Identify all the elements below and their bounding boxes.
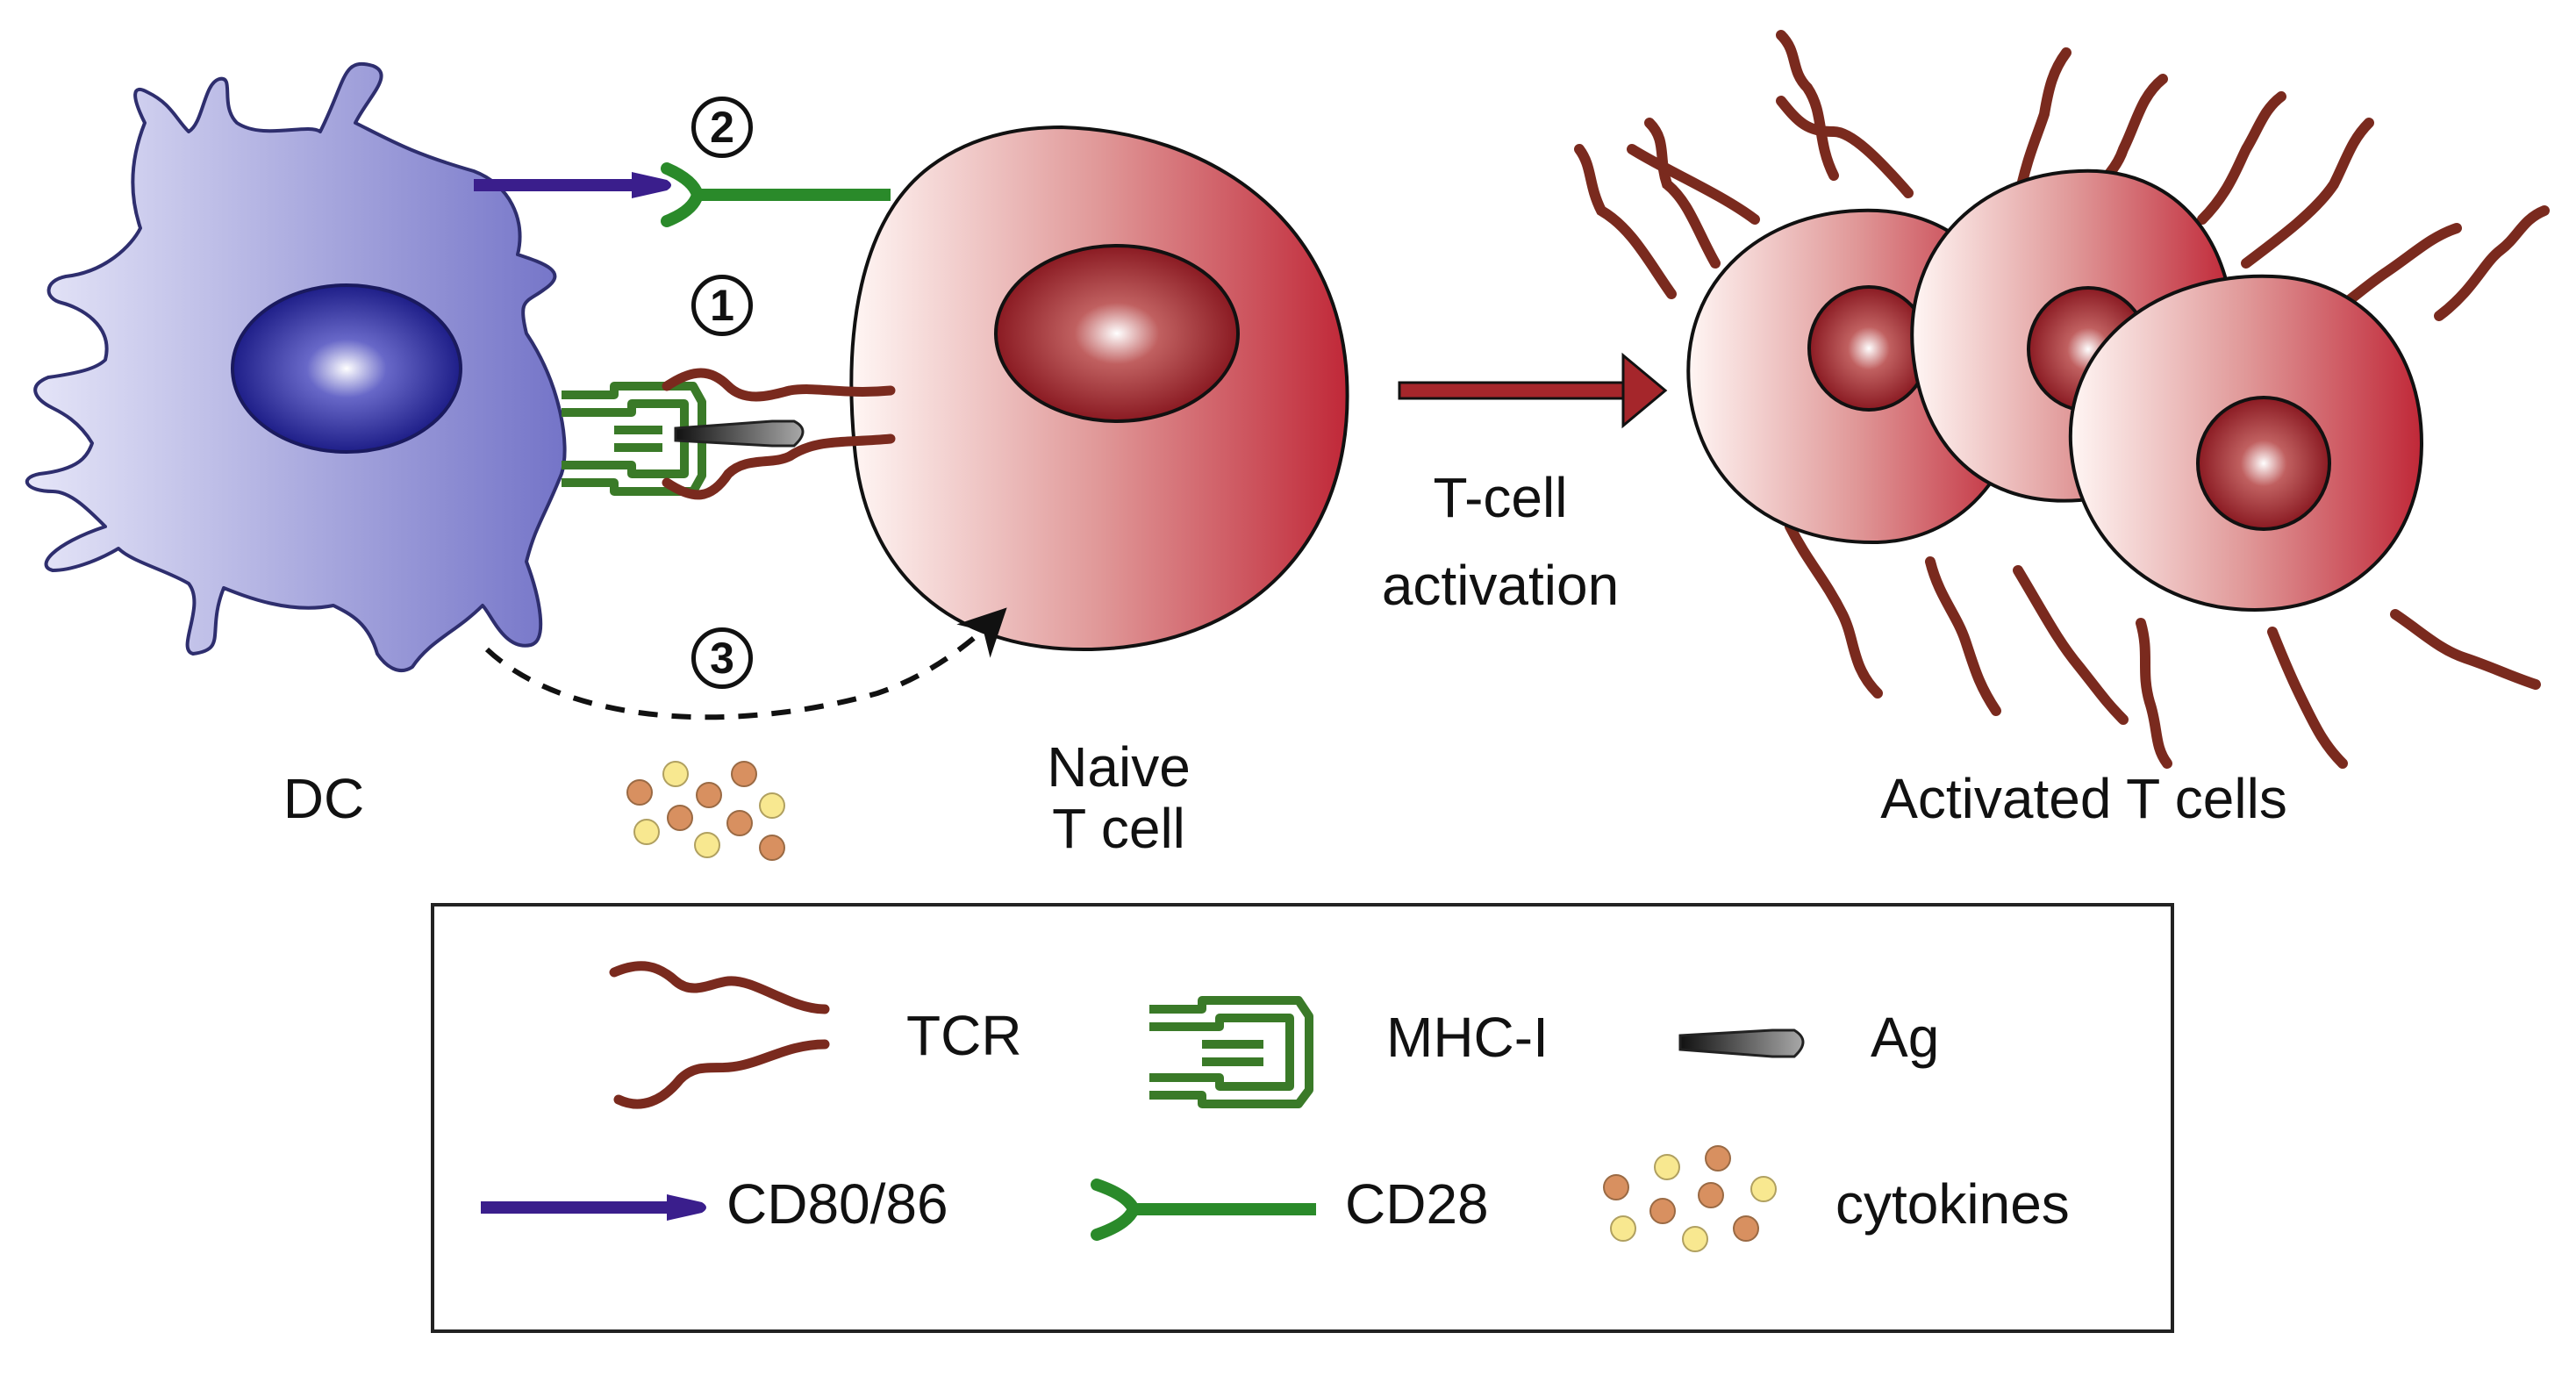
naive-t-cell-label-line1: Naive <box>1047 735 1191 799</box>
legend-cytokine-dot <box>1682 1226 1708 1252</box>
cd28-fork <box>661 162 705 227</box>
signal-1-tcr-mhc <box>562 368 896 500</box>
activation-arrow-shaft <box>1398 381 1638 400</box>
legend-cd80-86-tip <box>667 1194 706 1221</box>
legend-tcr-lower <box>613 1039 830 1109</box>
ag-molecule <box>674 419 805 448</box>
legend-tcr-upper <box>609 961 830 1014</box>
naive-t-cell-nucleus <box>994 244 1240 423</box>
cytokine-dot <box>731 761 757 787</box>
legend-cytokine-dot <box>1654 1154 1680 1180</box>
cytokine-dot <box>696 782 722 808</box>
legend-cd80-86-label: CD80/86 <box>726 1172 948 1236</box>
cytokine-dot <box>626 779 653 806</box>
tcr-lower-chain <box>662 434 896 500</box>
cytokine-dot <box>633 819 660 845</box>
signal-1-badge: 1 <box>691 275 753 336</box>
legend-mhc-i-label: MHC-I <box>1386 1006 1549 1069</box>
cytokine-dot <box>694 832 720 858</box>
dc-nucleus <box>231 283 462 454</box>
legend-tcr-label: TCR <box>906 1004 1022 1067</box>
signal-2-badge: 2 <box>691 97 753 158</box>
activated-t-cell-1-nucleus <box>1807 285 1930 412</box>
signal-2-costimulation <box>474 162 891 227</box>
legend-cytokine-dot <box>1610 1215 1636 1242</box>
legend-box <box>431 903 2174 1333</box>
signal-3-badge: 3 <box>691 627 753 689</box>
cytokine-dot <box>759 792 785 819</box>
legend-ag-label: Ag <box>1871 1006 1940 1069</box>
legend-cd28-label: CD28 <box>1345 1172 1489 1236</box>
activation-label-line2: activation <box>1381 554 1620 617</box>
legend-ag <box>1678 1028 1805 1058</box>
cd80-86-tip <box>632 172 671 198</box>
activation-arrow-head <box>1621 352 1668 429</box>
cytokine-dot <box>759 835 785 861</box>
activated-t-cells <box>1574 30 2550 769</box>
activated-t-cells-label: Activated T cells <box>1880 767 2287 830</box>
activated-tcr-tendrils <box>1574 30 2550 769</box>
dc-label: DC <box>283 767 365 830</box>
legend-cytokines-label: cytokines <box>1835 1172 2070 1236</box>
legend-cytokine-dot <box>1649 1198 1676 1224</box>
legend-glyphs <box>481 961 1805 1252</box>
legend-cytokine-dot <box>1698 1182 1724 1208</box>
legend-cytokine-dot <box>1603 1174 1629 1200</box>
activation-label-line1: T-cell <box>1433 466 1568 529</box>
legend-cd28-fork <box>1091 1179 1141 1241</box>
cytokine-dot <box>726 810 753 836</box>
cytokine-dot <box>667 805 693 831</box>
signal-3-dashed-arrow <box>484 607 1007 720</box>
naive-t-cell-label-line2: T cell <box>1052 797 1185 860</box>
legend-cytokine-dot <box>1750 1176 1777 1202</box>
legend-cytokine-dot <box>1705 1145 1731 1172</box>
activated-t-cell-3-nucleus <box>2196 396 2331 531</box>
cytokine-dot <box>662 761 689 787</box>
legend-mhc-i <box>1149 996 1313 1108</box>
naive-t-cell <box>849 125 1349 652</box>
cytokine-cluster <box>626 761 785 861</box>
dendritic-cell <box>25 61 567 672</box>
tcr-upper-chain <box>662 368 896 402</box>
activation-arrow <box>1398 352 1668 429</box>
legend-cytokine-dot <box>1733 1215 1759 1242</box>
